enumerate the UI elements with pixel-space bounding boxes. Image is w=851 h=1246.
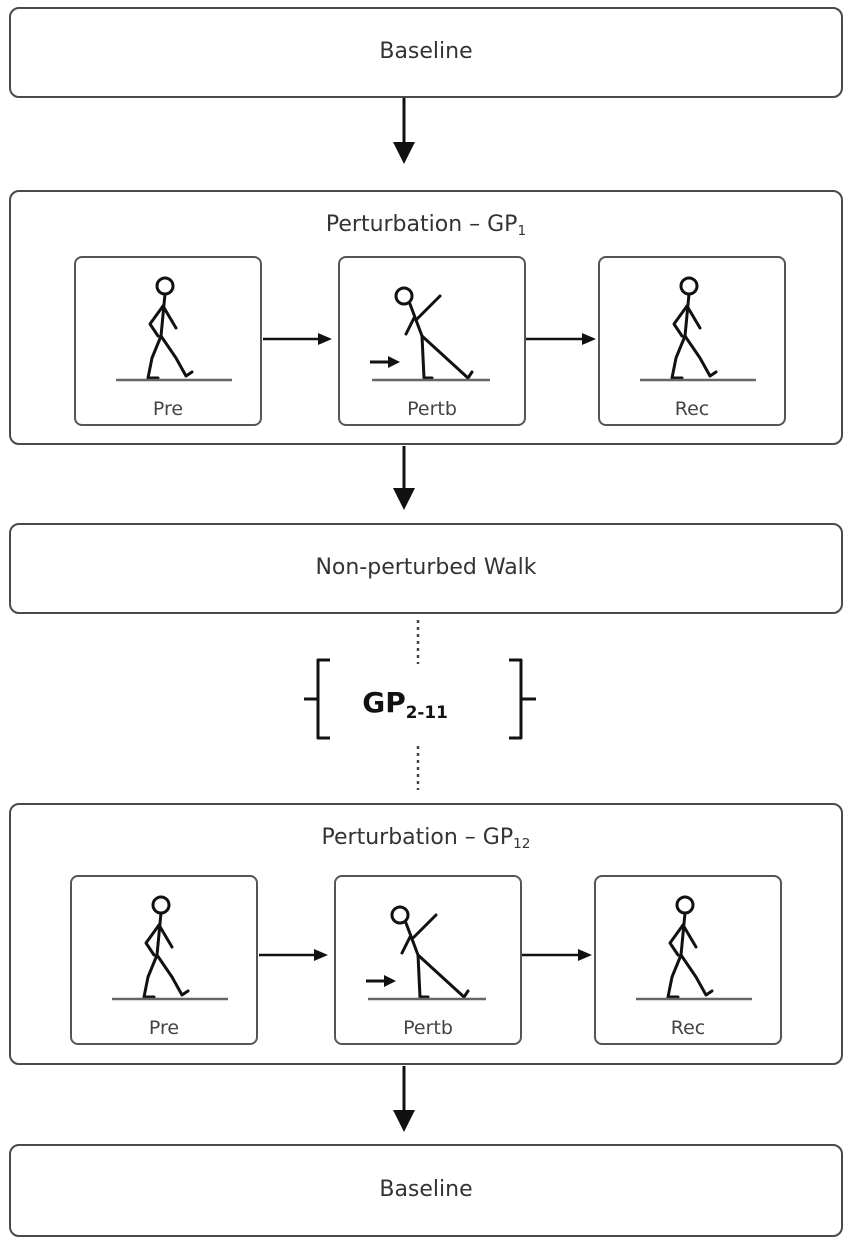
- perturbation-gp1-box: Perturbation – GP1 Pre: [9, 190, 843, 445]
- flow-arrow-gp12-to-baseline: [393, 1066, 415, 1132]
- non-perturbed-walk-label: Non-perturbed Walk: [315, 555, 537, 580]
- panel-pertb-gp12: Pertb: [334, 875, 522, 1045]
- perturbed-figure-icon: [370, 286, 490, 382]
- panel-pre-gp12: Pre: [70, 875, 258, 1045]
- panel-pertb-gp1-label: Pertb: [407, 398, 457, 420]
- baseline-bottom-box: Baseline: [9, 1144, 843, 1237]
- non-perturbed-walk-box: Non-perturbed Walk: [9, 523, 843, 614]
- walking-figure-icon: [636, 895, 752, 1001]
- flow-arrow-baseline-to-gp1: [393, 98, 415, 164]
- walking-figure-icon: [112, 895, 228, 1001]
- perturbation-gp1-title: Perturbation – GP1: [11, 212, 841, 239]
- perturbed-figure-icon: [366, 905, 486, 1001]
- right-bracket: [509, 658, 536, 740]
- baseline-top-box: Baseline: [9, 7, 843, 98]
- push-arrow-icon: [366, 975, 396, 987]
- gp-range-text: GP: [362, 686, 406, 719]
- push-arrow-icon: [370, 356, 400, 368]
- walking-figure-icon: [116, 276, 232, 382]
- perturbation-gp12-box: Perturbation – GP12 Pre: [9, 803, 843, 1065]
- walking-figure-icon: [640, 276, 756, 382]
- perturbation-gp12-title: Perturbation – GP12: [11, 825, 841, 852]
- baseline-top-label: Baseline: [379, 39, 473, 64]
- perturbation-gp12-subscript: 12: [513, 836, 531, 853]
- perturbation-gp12-title-text: Perturbation – GP: [321, 825, 514, 850]
- panel-pre-gp1: Pre: [74, 256, 262, 426]
- panel-pre-gp12-label: Pre: [148, 1017, 180, 1039]
- perturbation-gp1-title-text: Perturbation – GP: [325, 212, 518, 237]
- panel-rec-gp12: Rec: [594, 875, 782, 1045]
- panel-rec-gp1: Rec: [598, 256, 786, 426]
- gp-range-label: GP2-11: [325, 686, 485, 722]
- flow-arrow-gp1-to-walk: [393, 446, 415, 510]
- gp-range-subscript: 2-11: [405, 701, 448, 722]
- panel-rec-gp1-label: Rec: [674, 398, 710, 420]
- perturbation-gp1-subscript: 1: [517, 223, 527, 240]
- panel-pertb-gp1: Pertb: [338, 256, 526, 426]
- panel-pre-gp1-label: Pre: [152, 398, 184, 420]
- baseline-bottom-label: Baseline: [379, 1177, 473, 1202]
- panel-pertb-gp12-label: Pertb: [403, 1017, 453, 1039]
- panel-rec-gp12-label: Rec: [670, 1017, 706, 1039]
